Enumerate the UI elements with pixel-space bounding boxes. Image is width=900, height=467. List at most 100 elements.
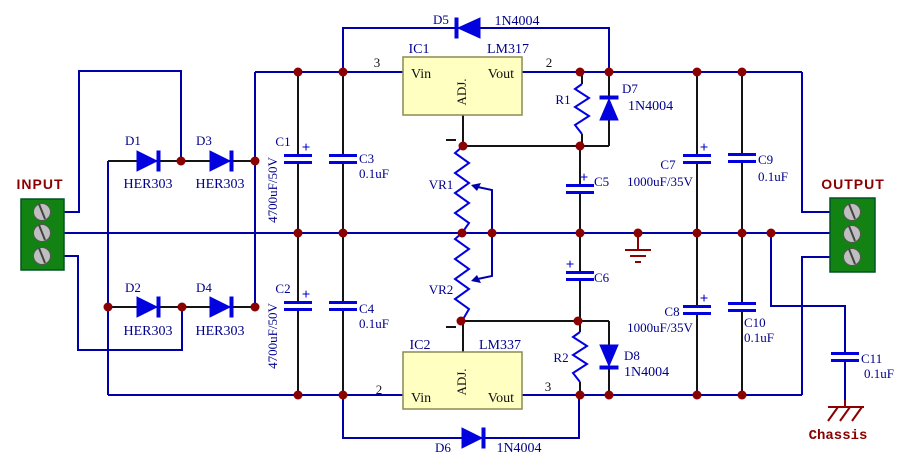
diode-d8 — [599, 344, 619, 370]
cap-c9 — [728, 153, 756, 163]
c2-plus-sign: + — [302, 287, 311, 303]
ic2-ref-label: IC2 — [410, 338, 431, 353]
vr1-ref-label: VR1 — [429, 177, 454, 192]
junction-dots — [103, 67, 776, 400]
ic1-ref-label: IC1 — [409, 42, 430, 57]
c1-value-label: 4700uF/50V — [265, 157, 280, 223]
wire-vr2-wiper — [472, 233, 493, 281]
potentiometer-vr2 — [453, 232, 471, 322]
cap-c5 — [566, 184, 594, 194]
d4-ref-label: D4 — [196, 280, 212, 295]
cap-c2 — [284, 301, 312, 311]
diode-d7 — [599, 95, 619, 121]
wire-input-bottom-to-d2d4-mid — [64, 255, 183, 351]
d2-part-label: HER303 — [124, 324, 173, 339]
d8-ref-label: D8 — [624, 348, 640, 363]
resistors — [453, 83, 591, 383]
c10-value-label: 0.1uF — [744, 330, 774, 345]
ic2-part-label: LM337 — [479, 338, 521, 353]
c11-ref-label: C11 — [861, 351, 882, 366]
c3-value-label: 0.1uF — [359, 166, 389, 181]
d7-ref-label: D7 — [622, 81, 638, 96]
diode-d1 — [136, 150, 161, 172]
c5-ref-label: C5 — [594, 174, 609, 189]
output-terminal-block — [829, 197, 876, 273]
cap-c11 — [831, 352, 859, 362]
vr2-wiper-arrowhead — [471, 275, 481, 283]
d3-ref-label: D3 — [196, 133, 212, 148]
wire-input-top-to-d1d3-mid — [64, 70, 182, 213]
cap-c7 — [683, 154, 711, 164]
c3-ref-label: C3 — [359, 151, 374, 166]
wire-vr1-wiper — [472, 185, 493, 233]
ic2-body — [402, 351, 523, 410]
d6-part-label: 1N4004 — [496, 441, 541, 456]
ic2-adj-label: ADJ. — [454, 368, 469, 395]
ic1-adj-label: ADJ. — [454, 78, 469, 105]
c5-plus-sign: + — [580, 170, 589, 186]
c7-plus-sign: + — [700, 140, 709, 156]
potentiometer-vr1 — [453, 146, 471, 234]
ic1-vin-label: Vin — [411, 67, 431, 82]
cap-c3 — [329, 154, 357, 164]
c9-ref-label: C9 — [758, 152, 773, 167]
input-terminal-block — [20, 198, 65, 271]
output-label: OUTPUT — [821, 176, 885, 192]
wire-d6-bypass — [342, 395, 580, 439]
d3-part-label: HER303 — [196, 177, 245, 192]
d6-ref-label: D6 — [435, 440, 451, 455]
d5-ref-label: D5 — [433, 12, 449, 27]
diodes — [136, 17, 619, 449]
ic2-pin-in-number: 2 — [376, 382, 383, 397]
wires — [64, 27, 846, 439]
d2-ref-label: D2 — [125, 280, 141, 295]
resistor-r1 — [573, 83, 591, 135]
diode-d4 — [209, 296, 234, 318]
c1-plus-sign: + — [302, 140, 311, 156]
vr2-ref-label: VR2 — [429, 282, 454, 297]
d5-part-label: 1N4004 — [494, 14, 539, 29]
wire-pos-to-output — [801, 72, 830, 213]
cap-c1 — [284, 154, 312, 164]
c6-ref-label: C6 — [594, 270, 610, 285]
diode-d2 — [136, 296, 161, 318]
c4-ref-label: C4 — [359, 301, 375, 316]
c7-value-label: 1000uF/35V — [627, 174, 693, 189]
ic2-vout-label: Vout — [488, 391, 514, 406]
component-leads — [108, 72, 743, 395]
input-screw-terminals — [33, 203, 51, 265]
chassis-label: Chassis — [809, 428, 868, 444]
cap-c6 — [566, 271, 594, 281]
ic1-pin-out-number: 2 — [546, 55, 553, 70]
output-screw-terminals — [843, 203, 861, 266]
wire-c11-branch — [770, 233, 846, 400]
c9-value-label: 0.1uF — [758, 169, 788, 184]
cap-c4 — [329, 301, 357, 311]
ic1-part-label: LM317 — [487, 42, 529, 57]
c1-ref-label: C1 — [275, 134, 290, 149]
ic2-vin-label: Vin — [411, 391, 431, 406]
c11-value-label: 0.1uF — [864, 366, 894, 381]
r2-ref-label: R2 — [553, 350, 568, 365]
c8-value-label: 1000uF/35V — [627, 320, 693, 335]
c2-value-label: 4700uF/50V — [265, 303, 280, 369]
c6-plus-sign: + — [566, 257, 575, 273]
c4-value-label: 0.1uF — [359, 316, 389, 331]
cap-c10 — [728, 302, 756, 312]
ic1-pin-in-number: 3 — [374, 55, 381, 70]
d4-part-label: HER303 — [196, 324, 245, 339]
c8-plus-sign: + — [700, 291, 709, 307]
c8-ref-label: C8 — [664, 304, 679, 319]
c7-ref-label: C7 — [660, 157, 676, 172]
diode-d3 — [209, 150, 234, 172]
c2-ref-label: C2 — [275, 281, 290, 296]
resistor-r2 — [571, 331, 589, 383]
d7-part-label: 1N4004 — [628, 99, 673, 114]
wire-neg-to-output — [801, 256, 830, 395]
d8-part-label: 1N4004 — [624, 365, 669, 380]
cap-c8 — [683, 305, 711, 315]
ic2-pin-out-number: 3 — [545, 379, 552, 394]
ic1-vout-label: Vout — [488, 67, 514, 82]
